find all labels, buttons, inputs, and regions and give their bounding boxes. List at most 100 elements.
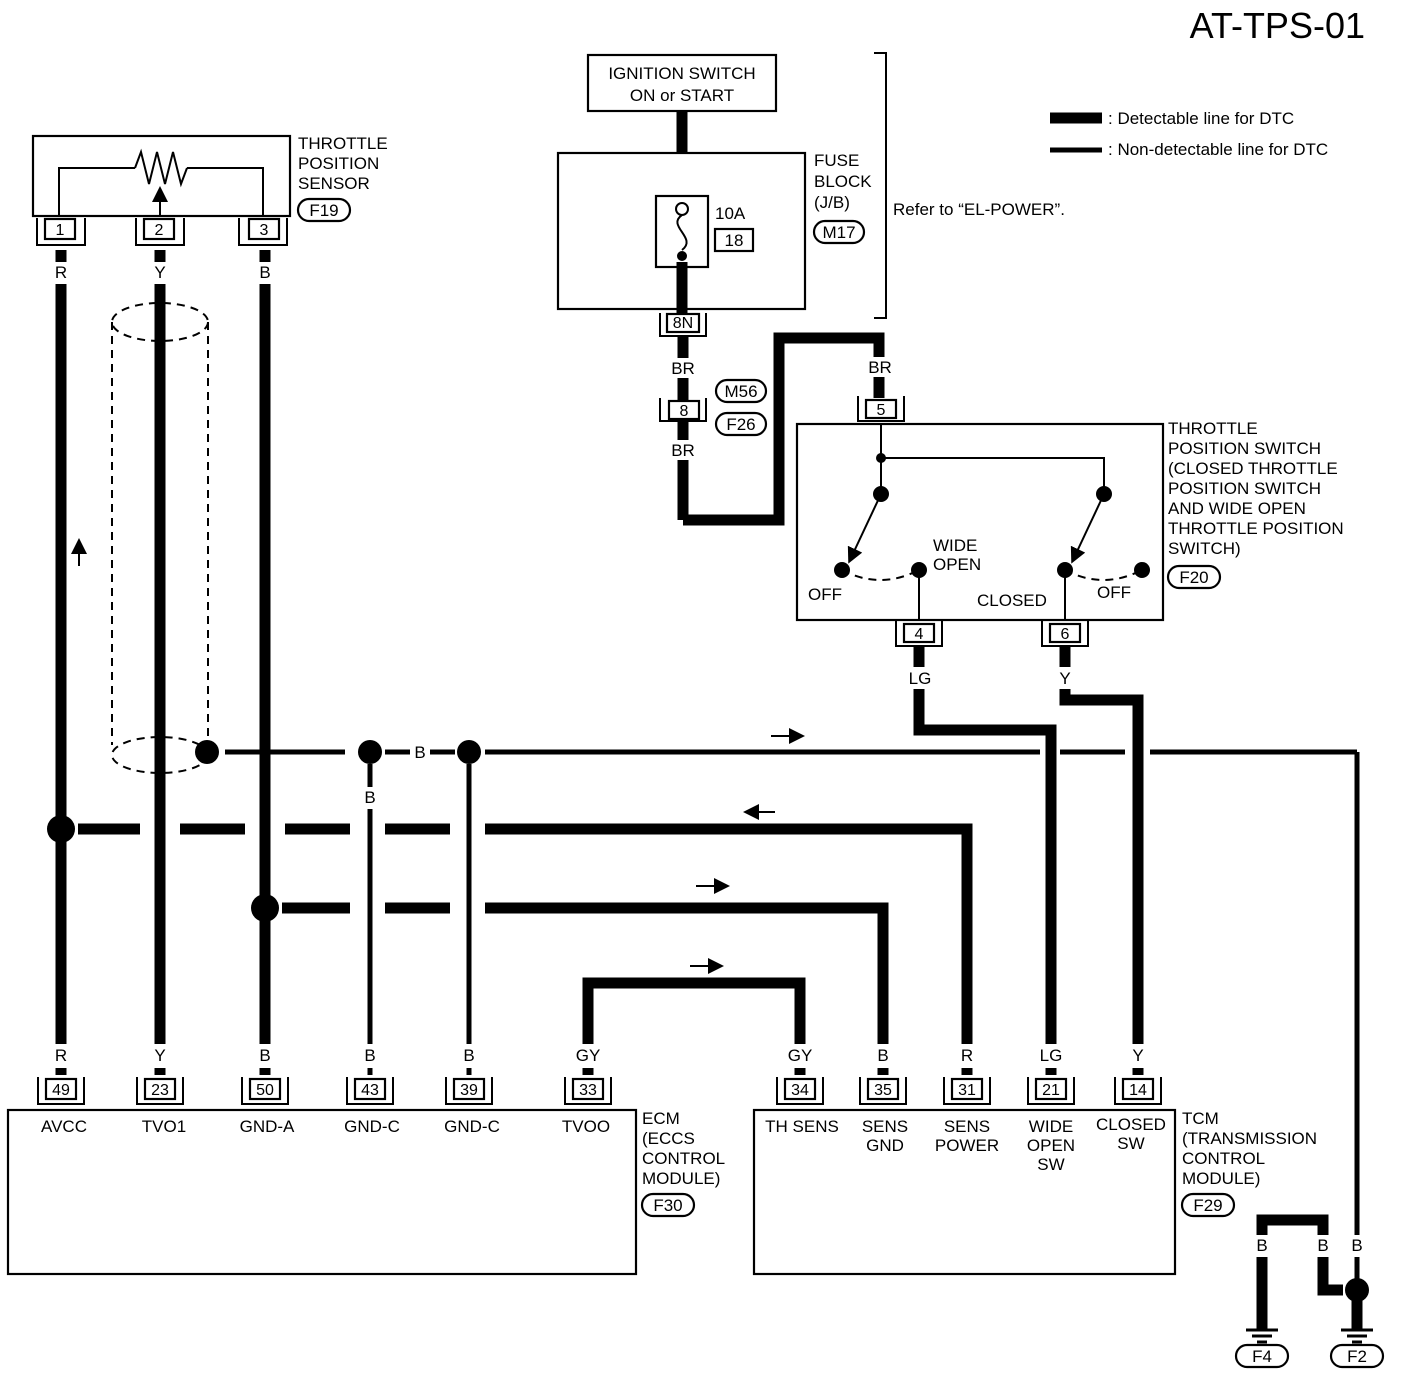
- tag-m56-label: M56: [724, 382, 757, 401]
- wire-lg: [913, 646, 1057, 1045]
- switch-closed: CLOSED: [977, 591, 1047, 610]
- tcm: 34 TH SENS 35 SENS GND 31 SENS POWER 21 …: [752, 1077, 1317, 1276]
- switch-off-left: OFF: [808, 585, 842, 604]
- tcm-pin-31-label: 31: [958, 1082, 976, 1099]
- wire-y-closed: [1059, 646, 1144, 1045]
- legend-detectable-text: : Detectable line for DTC: [1108, 109, 1294, 128]
- wire-br-upper-label: BR: [671, 359, 695, 378]
- connector-6: 6: [1041, 621, 1089, 647]
- ecm-wire-label-43: B: [364, 1046, 375, 1065]
- wire-b-gnd-c1-mid-label: B: [364, 788, 375, 807]
- ecm-pin-49: 49 AVCC: [37, 1077, 87, 1136]
- ecm-pin-33: 33 TVOO: [562, 1077, 612, 1136]
- switch-label-3: (CLOSED THROTTLE: [1168, 459, 1338, 478]
- tag-m56: [714, 378, 768, 404]
- connector-4: 4: [895, 621, 943, 647]
- connector-6-label: 6: [1061, 626, 1070, 643]
- tag-f26: [714, 411, 768, 437]
- sensor-pin-1-label: 1: [56, 222, 65, 239]
- ecm: 49 AVCC 23 TVO1 50 GND-A 43 GND-C 39 GND…: [6, 1077, 725, 1276]
- tcm-label-2: (TRANSMISSION: [1182, 1129, 1317, 1148]
- ecm-label-1: ECM: [642, 1109, 680, 1128]
- refer-note: Refer to “EL-POWER”.: [893, 200, 1065, 219]
- sensor-pin-3: 3: [238, 217, 288, 246]
- ecm-pin-50: 50 GND-A: [240, 1077, 295, 1136]
- tcm-label-4: MODULE): [1182, 1169, 1260, 1188]
- wire-br-switch-label: BR: [868, 358, 892, 377]
- connector-5: 5: [857, 396, 905, 422]
- switch-label-2: POSITION SWITCH: [1168, 439, 1321, 458]
- tcm-term-sens-gnd-1: SENS: [862, 1117, 908, 1136]
- joint-connector-8: 8: [659, 398, 707, 422]
- tcm-term-closed-1: CLOSED: [1096, 1115, 1166, 1134]
- sensor-pin-2: 2: [135, 217, 185, 246]
- wire-br-lower-label: BR: [671, 441, 695, 460]
- switch-label-4: POSITION SWITCH: [1168, 479, 1321, 498]
- tcm-term-sens-power-2: POWER: [935, 1136, 999, 1155]
- tcm-connector: F29: [1193, 1196, 1222, 1215]
- joint-connector-pin: 8: [680, 403, 689, 420]
- wire-y-top-label: Y: [154, 263, 165, 282]
- wire-lg-top-label: LG: [909, 669, 932, 688]
- tcm-wire-label-34: GY: [788, 1046, 813, 1065]
- ignition-switch: IGNITION SWITCH ON or START: [586, 53, 778, 113]
- tcm-wire-label-35: B: [877, 1046, 888, 1065]
- tcm-wire-label-14: Y: [1132, 1046, 1143, 1065]
- sensor-pin-1: 1: [36, 217, 86, 246]
- ground-tag-f2: F2: [1347, 1347, 1367, 1366]
- tag-f26-label: F26: [726, 415, 755, 434]
- wire-r-top-label: R: [55, 263, 67, 282]
- tcm-term-sens-power-1: SENS: [944, 1117, 990, 1136]
- switch-wide-label-2: OPEN: [933, 555, 981, 574]
- tcm-pin-31: 31 SENS POWER: [935, 1077, 999, 1155]
- tcm-wire-label-21: LG: [1040, 1046, 1063, 1065]
- connector-4-label: 4: [915, 626, 924, 643]
- ecm-pin-39: 39 GND-C: [444, 1077, 500, 1136]
- ecm-label-4: MODULE): [642, 1169, 720, 1188]
- tcm-pin-34: 34 TH SENS: [765, 1077, 839, 1136]
- switch-off-right: OFF: [1097, 583, 1131, 602]
- ground-symbol-f2: [1341, 1328, 1373, 1344]
- tcm-pin-34-label: 34: [791, 1082, 809, 1099]
- ecm-pin-43-label: 43: [361, 1082, 379, 1099]
- ecm-pin-50-label: 50: [256, 1082, 274, 1099]
- sensor-label-1: THROTTLE: [298, 134, 388, 153]
- ecm-wire-label-33: GY: [576, 1046, 601, 1065]
- fuse-rating: 10A: [715, 204, 746, 223]
- ecm-connector: F30: [653, 1196, 682, 1215]
- page-title: AT-TPS-01: [1190, 5, 1365, 46]
- wire-b-top-label: B: [259, 263, 270, 282]
- switch-connector: F20: [1179, 568, 1208, 587]
- fuse-number: 18: [725, 231, 744, 250]
- ignition-switch-line1: IGNITION SWITCH: [608, 64, 755, 83]
- fuse-block-label-1: FUSE: [814, 151, 859, 170]
- ground-bus-label: B: [414, 743, 425, 762]
- connector-8n-label: 8N: [673, 315, 693, 332]
- sensor-pin-2-label: 2: [155, 222, 164, 239]
- tcm-wire-stubs: [794, 1068, 1144, 1075]
- tcm-pin-14-label: 14: [1129, 1082, 1147, 1099]
- ecm-wire-stubs: [55, 1068, 594, 1075]
- sensor-label-3: SENSOR: [298, 174, 370, 193]
- throttle-position-sensor: THROTTLE POSITION SENSOR F19 1 2 3: [31, 134, 388, 246]
- wire-r-bus: [78, 823, 973, 1045]
- junction-gnd-c1: [358, 740, 382, 764]
- switch-label-5: AND WIDE OPEN: [1168, 499, 1306, 518]
- tcm-wire-label-31: R: [961, 1046, 973, 1065]
- ecm-label-2: (ECCS: [642, 1129, 695, 1148]
- junction-b: [251, 894, 279, 922]
- tcm-label-3: CONTROL: [1182, 1149, 1265, 1168]
- ecm-term-avcc: AVCC: [41, 1117, 87, 1136]
- fuse-block-label-3: (J/B): [814, 193, 850, 212]
- ecm-wire-label-49: R: [55, 1046, 67, 1065]
- ecm-wire-label-23: Y: [154, 1046, 165, 1065]
- switch-label-1: THROTTLE: [1168, 419, 1258, 438]
- refer-bracket: [874, 52, 887, 319]
- ground-section: B B B F4 F2: [1234, 1214, 1385, 1369]
- tcm-pin-21-label: 21: [1042, 1082, 1060, 1099]
- sensor-label-2: POSITION: [298, 154, 379, 173]
- tcm-term-wide-1: WIDE: [1029, 1117, 1073, 1136]
- ecm-term-gnd-c2: GND-C: [444, 1117, 500, 1136]
- tcm-wire-labels: GY B R LG Y: [784, 1044, 1150, 1068]
